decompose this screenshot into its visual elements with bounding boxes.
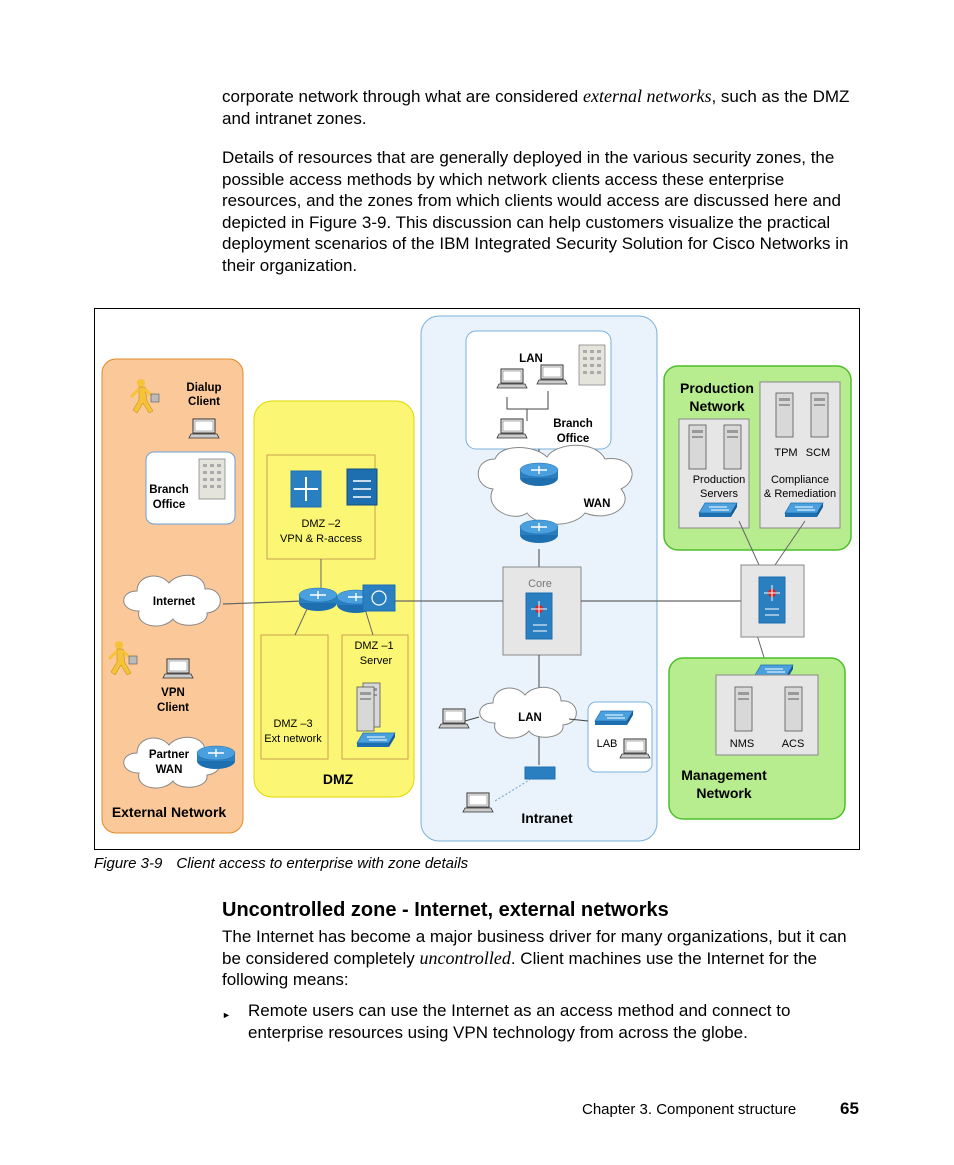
svg-text:Intranet: Intranet — [521, 810, 573, 826]
svg-text:LAN: LAN — [519, 353, 543, 365]
intro-paragraph-1: corporate network through what are consi… — [222, 86, 850, 128]
svg-text:Management: Management — [681, 767, 767, 783]
laptop-icon — [162, 658, 194, 679]
svg-text:Server: Server — [360, 655, 393, 667]
management-network-zone: NMS ACS Management Network — [668, 657, 846, 820]
switch-icon — [784, 502, 824, 518]
page-number: 65 — [840, 1099, 859, 1118]
server-icon — [784, 686, 803, 732]
svg-text:DMZ –2: DMZ –2 — [301, 518, 340, 530]
svg-text:LAB: LAB — [597, 738, 618, 750]
server-icon — [723, 424, 742, 470]
svg-text:ACS: ACS — [782, 738, 805, 750]
bullet-arrow-icon: ► — [222, 1010, 231, 1020]
wan-cloud-icon — [477, 444, 633, 525]
laptop-icon — [496, 418, 528, 439]
svg-text:Branch: Branch — [149, 484, 189, 496]
building-icon — [198, 458, 226, 500]
external-network-zone: External Network Dialup Client Branch Of… — [101, 358, 244, 834]
access-point-icon — [524, 766, 556, 780]
svg-text:LAN: LAN — [518, 712, 542, 724]
section-paragraph: The Internet has become a major business… — [222, 927, 847, 990]
svg-text:Office: Office — [557, 433, 590, 445]
svg-text:WAN: WAN — [156, 764, 183, 776]
svg-text:WAN: WAN — [584, 498, 611, 510]
svg-text:DMZ –3: DMZ –3 — [273, 718, 312, 730]
network-zone-diagram: External Network Dialup Client Branch Of… — [94, 308, 860, 850]
footer-chapter: Chapter 3. Component structure — [582, 1101, 797, 1118]
svg-text:Partner: Partner — [149, 749, 190, 761]
server-icon — [810, 392, 829, 438]
desktop-icon — [496, 368, 528, 389]
server-icon — [775, 392, 794, 438]
server-icon — [356, 686, 375, 732]
svg-text:Office: Office — [153, 499, 186, 511]
svg-text:Network: Network — [689, 398, 744, 414]
svg-text:Client: Client — [188, 396, 220, 408]
intro-paragraph-2: Details of resources that are generally … — [222, 148, 849, 275]
svg-text:TPM: TPM — [774, 447, 797, 459]
access-server-icon — [353, 480, 371, 498]
laptop-icon — [188, 418, 220, 439]
bullet-item: ► Remote users can use the Internet as a… — [222, 1001, 791, 1042]
laptop-icon — [438, 708, 470, 729]
laptop-icon — [619, 738, 651, 759]
svg-text:& Remediation: & Remediation — [764, 488, 836, 500]
svg-text:Internet: Internet — [153, 596, 195, 608]
intranet-zone: Intranet LAN Branch Office WAN Core LAN … — [420, 315, 658, 842]
svg-text:Network: Network — [696, 785, 751, 801]
svg-text:Production: Production — [693, 474, 746, 486]
router-icon — [519, 519, 559, 544]
switch-icon — [698, 502, 738, 518]
router-icon — [519, 462, 559, 487]
svg-text:NMS: NMS — [730, 738, 754, 750]
svg-text:Production: Production — [680, 380, 754, 396]
router-icon — [196, 745, 236, 770]
production-network-zone: Production Network Production Servers TP… — [663, 365, 852, 551]
svg-text:VPN: VPN — [161, 687, 185, 699]
svg-text:Branch: Branch — [553, 418, 593, 430]
server-icon — [734, 686, 753, 732]
svg-text:VPN & R-access: VPN & R-access — [280, 533, 362, 545]
laptop-icon — [462, 792, 494, 813]
svg-text:Client: Client — [157, 702, 189, 714]
vpn-concentrator-icon — [294, 477, 318, 501]
firewall-router-icon — [298, 587, 338, 612]
svg-text:Servers: Servers — [700, 488, 738, 500]
svg-text:SCM: SCM — [806, 447, 830, 459]
external-network-label: External Network — [112, 804, 227, 820]
svg-text:Ext network: Ext network — [264, 733, 322, 745]
switch-icon — [356, 732, 396, 748]
desktop-icon — [536, 364, 568, 385]
firewall-icon — [362, 584, 396, 612]
svg-text:DMZ –1: DMZ –1 — [354, 640, 393, 652]
connection-lines — [222, 559, 741, 636]
server-icon — [688, 424, 707, 470]
building-icon — [578, 344, 606, 386]
svg-text:Dialup: Dialup — [186, 382, 221, 394]
svg-text:DMZ: DMZ — [323, 771, 354, 787]
switch-icon — [594, 710, 634, 726]
svg-text:Compliance: Compliance — [771, 474, 829, 486]
svg-text:Core: Core — [528, 578, 552, 590]
section-heading: Uncontrolled zone - Internet, external n… — [222, 899, 669, 921]
